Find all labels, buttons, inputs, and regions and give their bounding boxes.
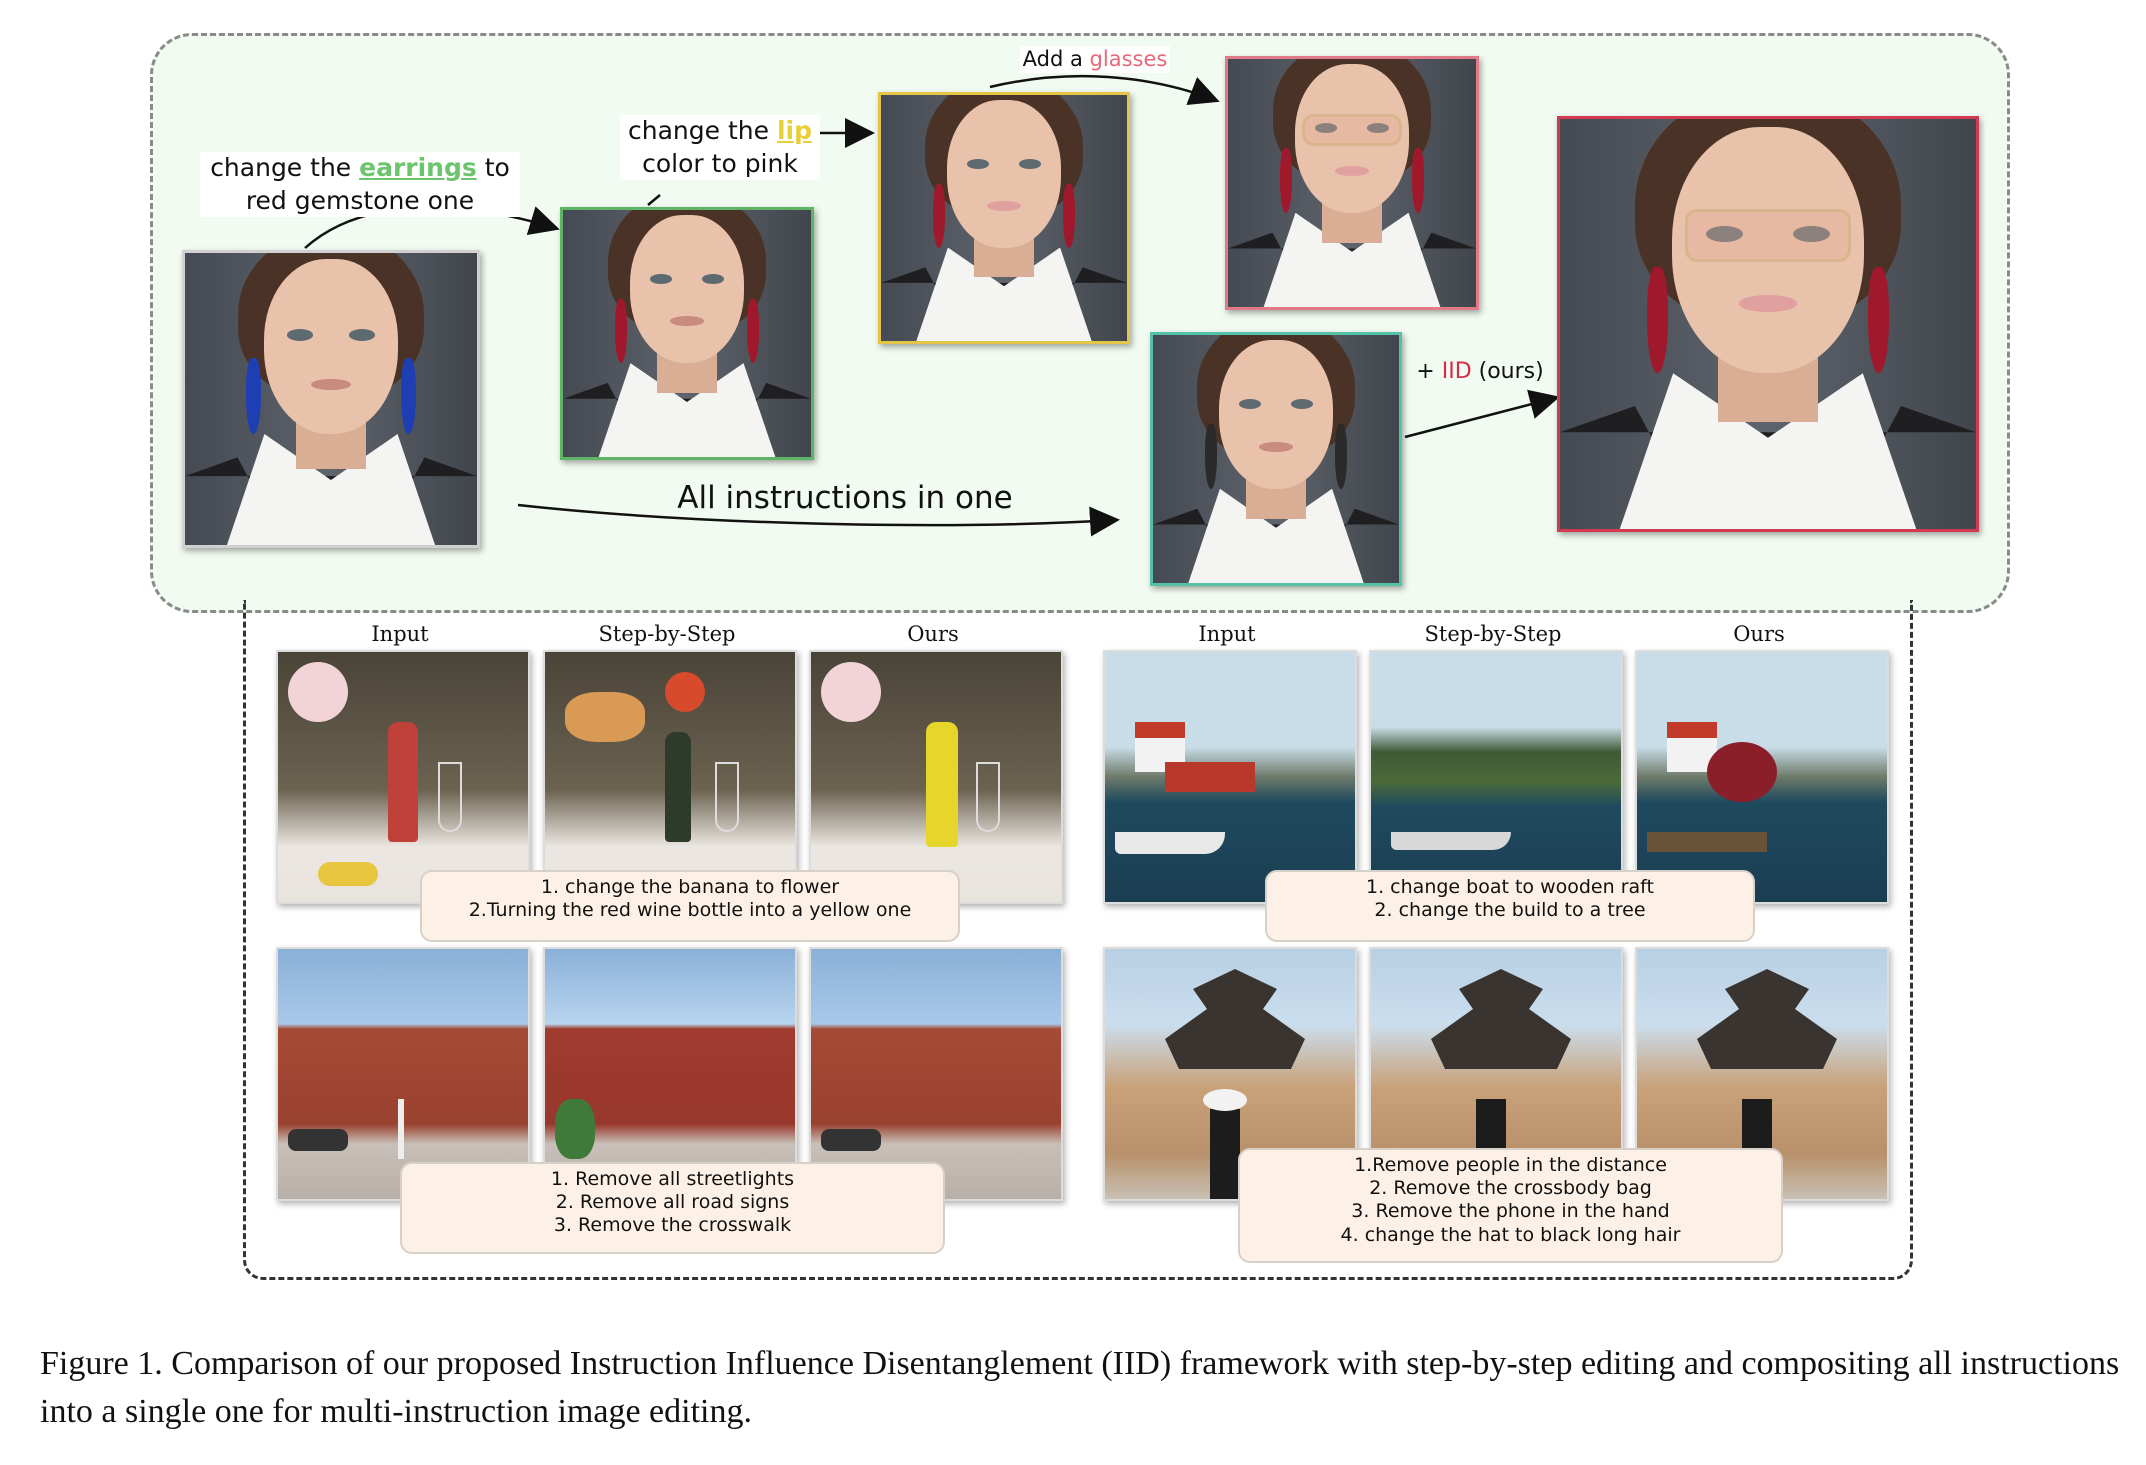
instruction-bubble-wine: 1. change the banana to flower 2.Turning… — [420, 870, 960, 942]
bubble-line: 2. change the build to a tree — [1374, 899, 1646, 922]
column-label-input-left: Input — [371, 622, 429, 646]
bubble-line: 3. Remove the crosswalk — [553, 1214, 792, 1237]
building-input-image — [276, 947, 530, 1201]
column-label-input-right: Input — [1198, 622, 1256, 646]
bubble-line: 3. Remove the phone in the hand — [1351, 1200, 1670, 1223]
face-all-in-one-image — [1150, 332, 1402, 586]
instruction-bubble-boat: 1. change boat to wooden raft 2. change … — [1265, 870, 1755, 942]
face-step3-image — [1225, 56, 1479, 310]
boat-step-image — [1369, 650, 1623, 904]
column-label-ours-right: Ours — [1733, 622, 1785, 646]
annotation-all-in-one: All instructions in one — [677, 480, 1013, 516]
annotation-lip: change the lip color to pink — [620, 115, 820, 180]
bubble-line: 2.Turning the red wine bottle into a yel… — [468, 899, 912, 922]
bubble-line: 1. change boat to wooden raft — [1366, 876, 1654, 898]
boat-input-image — [1103, 650, 1357, 904]
annotation-glasses: Add a glasses — [1020, 46, 1170, 74]
face-input-image — [182, 250, 480, 548]
instruction-bubble-tower: 1.Remove people in the distance 2. Remov… — [1238, 1148, 1783, 1263]
face-iid-result-image — [1557, 116, 1979, 532]
bubble-line: 2. Remove the crossbody bag — [1369, 1177, 1652, 1200]
bubble-line: 4. change the hat to black long hair — [1340, 1223, 1681, 1246]
boat-ours-image — [1635, 650, 1889, 904]
bubble-line: 1. Remove all streetlights — [550, 1168, 795, 1190]
annotation-earrings: change the earrings to red gemstone one — [200, 152, 520, 217]
figure-caption: Figure 1. Comparison of our proposed Ins… — [40, 1345, 2120, 1431]
bubble-line: 1.Remove people in the distance — [1354, 1154, 1667, 1176]
annotation-iid: + IID (ours) — [1416, 359, 1544, 384]
face-step2-image — [878, 92, 1130, 344]
wine-step-image — [543, 650, 797, 904]
arrow-glasses — [989, 74, 1220, 106]
tower-input-image — [1103, 947, 1357, 1201]
wine-input-image — [276, 650, 530, 904]
column-label-ours-left: Ours — [907, 622, 959, 646]
bubble-line: 1. change the banana to flower — [540, 876, 840, 898]
column-label-step-left: Step-by-Step — [598, 622, 736, 646]
face-step1-image — [560, 207, 814, 460]
instruction-bubble-building: 1. Remove all streetlights 2. Remove all… — [400, 1162, 945, 1254]
arrow-lip-pointer — [647, 194, 661, 206]
building-step-image — [543, 947, 797, 1201]
arrow-all — [517, 503, 1120, 537]
column-label-step-right: Step-by-Step — [1424, 622, 1562, 646]
arrow-iid — [1404, 389, 1560, 439]
bottom-examples-panel — [243, 600, 1913, 1280]
bubble-line: 2. Remove all road signs — [555, 1191, 790, 1214]
wine-ours-image — [809, 650, 1063, 904]
